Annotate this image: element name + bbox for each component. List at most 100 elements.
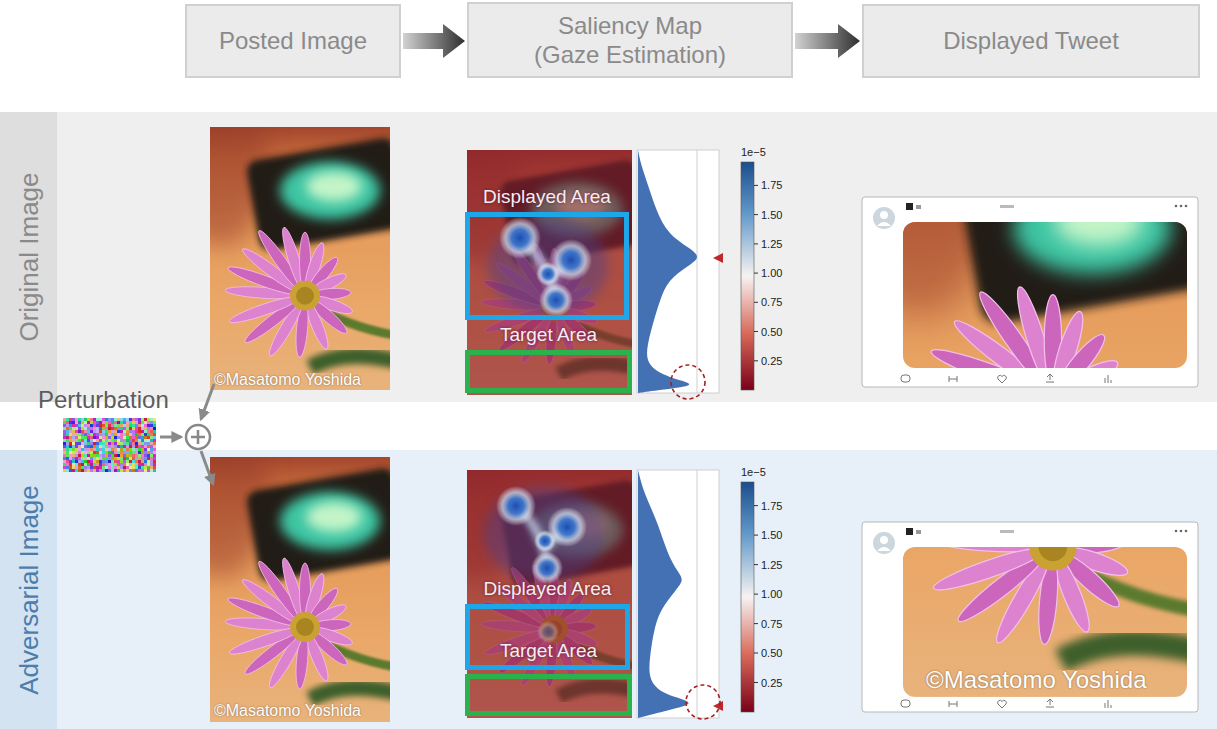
saliency-tint (467, 470, 632, 718)
graphic-part (96, 448, 99, 451)
graphic-part (66, 457, 69, 460)
graphic-part (99, 448, 102, 451)
graphic-part (99, 430, 102, 433)
graphic-part (120, 433, 123, 436)
graphic-part (66, 439, 69, 442)
graphic-part (129, 427, 132, 430)
graphic-part (132, 454, 135, 457)
graphic-part (126, 460, 129, 463)
graphic-part (69, 427, 72, 430)
colorbar (741, 162, 754, 390)
graphic-part (72, 445, 75, 448)
graphic-part (111, 469, 114, 472)
graphic-part (75, 451, 78, 454)
graphic-part (114, 436, 117, 439)
label-holder: Perturbation (38, 386, 169, 414)
graphic-part (153, 466, 156, 469)
graphic-part (126, 448, 129, 451)
label-holder: 0.50 (761, 647, 782, 660)
graphic-part (138, 433, 141, 436)
graphic-part (153, 436, 156, 439)
graphic-part (147, 451, 150, 454)
stage-box: Saliency Map (Gaze Estimation) (467, 2, 793, 78)
graphic-part (111, 466, 114, 469)
graphic-part (114, 457, 117, 460)
graphic-part (102, 436, 105, 439)
graphic-part (138, 460, 141, 463)
graphic-part (108, 451, 111, 454)
colorbar (741, 482, 754, 712)
graphic-part (81, 424, 84, 427)
peak-marker (713, 253, 723, 263)
graphic-part (99, 436, 102, 439)
area-box: Target Area (465, 350, 632, 393)
graphic-part (87, 439, 90, 442)
graphic-part (132, 424, 135, 427)
graphic-part (111, 421, 114, 424)
graphic-part (93, 454, 96, 457)
graphic-part (141, 451, 144, 454)
graphic-part (147, 430, 150, 433)
graphic-part (129, 436, 132, 439)
graphic-part (72, 469, 75, 472)
graphic-part (129, 454, 132, 457)
graphic-part (111, 433, 114, 436)
graphic-part (153, 451, 156, 454)
graphic-part (66, 427, 69, 430)
graphic-part (66, 451, 69, 454)
graphic-part (150, 466, 153, 469)
graphic-part (129, 439, 132, 442)
views-icon (1105, 375, 1111, 383)
graphic-part (147, 433, 150, 436)
graphic-part (120, 430, 123, 433)
graphic-part (75, 421, 78, 424)
graphic-part (90, 448, 93, 451)
graphic-part (141, 439, 144, 442)
graphic-part (111, 445, 114, 448)
graphic-part (105, 466, 108, 469)
flow-arrow (160, 436, 181, 439)
graphic-part (138, 466, 141, 469)
graphic-part (93, 469, 96, 472)
graphic-part (135, 430, 138, 433)
graphic-part (90, 442, 93, 445)
graphic-part (126, 421, 129, 424)
graphic-part (150, 439, 153, 442)
graphic-part (78, 436, 81, 439)
graphic-part (114, 433, 117, 436)
graphic-part (96, 469, 99, 472)
graphic-part (93, 430, 96, 433)
graphic-part (111, 448, 114, 451)
graphic-part (87, 427, 90, 430)
graphic-part (87, 463, 90, 466)
graphic-part (90, 427, 93, 430)
graphic-part (75, 442, 78, 445)
label-holder: 0.75 (761, 296, 782, 309)
graphic-part (99, 421, 102, 424)
graphic-part (120, 454, 123, 457)
graphic-part (96, 418, 99, 421)
saliency-peak (534, 530, 556, 552)
graphic-part (78, 466, 81, 469)
menu-dot (1180, 530, 1183, 533)
graphic-part (108, 463, 111, 466)
graphic-part (90, 460, 93, 463)
graphic-part (69, 466, 72, 469)
graphic-part (99, 418, 102, 421)
graphic-part (78, 454, 81, 457)
graphic-part (129, 442, 132, 445)
graphic-part (69, 436, 72, 439)
graphic-part (150, 448, 153, 451)
graphic-part (126, 418, 129, 421)
graphic-part (90, 445, 93, 448)
graphic-part (141, 424, 144, 427)
graphic-part (132, 427, 135, 430)
graphic-part (102, 463, 105, 466)
graphic-part (81, 469, 84, 472)
graphic-part (99, 451, 102, 454)
graphic-part (102, 427, 105, 430)
graphic-part (108, 436, 111, 439)
graphic-part (84, 442, 87, 445)
graphic-part (75, 430, 78, 433)
